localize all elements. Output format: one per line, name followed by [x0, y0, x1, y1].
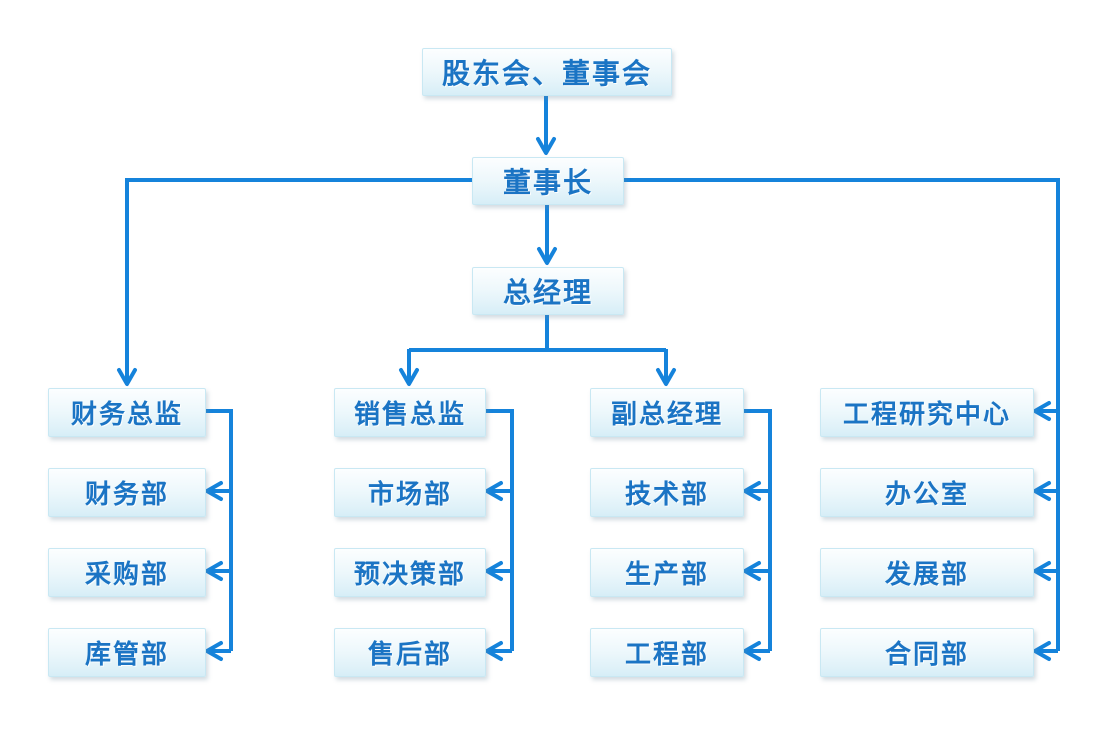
org-node-budget-decision-dept: 预决策部 — [334, 548, 486, 597]
org-node-finance-director: 财务总监 — [48, 388, 206, 437]
org-node-engineering-dept: 工程部 — [590, 628, 744, 677]
org-node-office: 办公室 — [820, 468, 1034, 517]
org-node-general-manager: 总经理 — [472, 267, 624, 315]
org-node-shareholders-board: 股东会、董事会 — [422, 48, 672, 96]
connector-chairman-right-trunk — [622, 178, 1060, 651]
org-node-purchasing-dept: 采购部 — [48, 548, 206, 597]
org-node-engineering-research-center: 工程研究中心 — [820, 388, 1034, 437]
connector-sales-trunk — [484, 409, 514, 651]
connector-deputy-trunk — [742, 409, 772, 651]
org-node-production-dept: 生产部 — [590, 548, 744, 597]
org-node-warehouse-dept: 库管部 — [48, 628, 206, 677]
org-node-finance-dept: 财务部 — [48, 468, 206, 517]
org-node-development-dept: 发展部 — [820, 548, 1034, 597]
org-node-after-sales-dept: 售后部 — [334, 628, 486, 677]
org-node-deputy-general-manager: 副总经理 — [590, 388, 744, 437]
connector-finance-trunk — [204, 409, 233, 651]
connector-chairman-to-finance-director — [117, 178, 472, 386]
org-node-chairman: 董事长 — [472, 157, 624, 205]
org-node-technology-dept: 技术部 — [590, 468, 744, 517]
org-node-contract-dept: 合同部 — [820, 628, 1034, 677]
org-node-sales-director: 销售总监 — [334, 388, 486, 437]
org-node-marketing-dept: 市场部 — [334, 468, 486, 517]
connector-gm-split — [409, 313, 666, 352]
